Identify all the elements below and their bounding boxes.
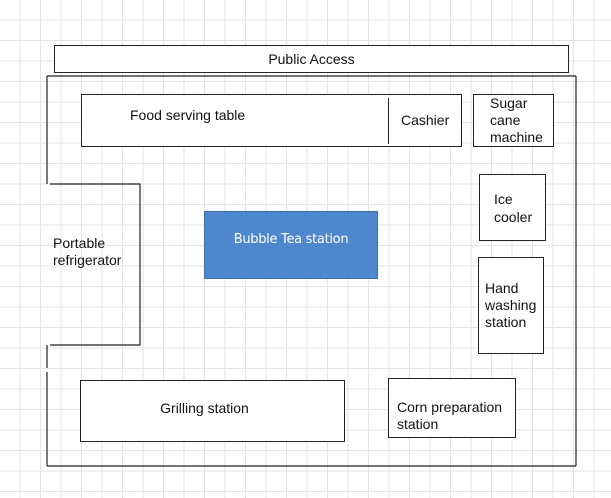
ice-cooler: Ice cooler xyxy=(479,174,546,241)
sugar-cane-machine-line-2: cane xyxy=(490,112,521,128)
hand-washing-station-line-3: station xyxy=(485,314,527,330)
cashier-label: Cashier xyxy=(401,112,450,128)
public-access-label: Public Access xyxy=(268,51,355,67)
portable-refrigerator-line-2: refrigerator xyxy=(53,252,122,268)
hand-washing-station-line-1: Hand xyxy=(485,280,519,296)
ice-cooler-line-2: cooler xyxy=(494,209,533,225)
portable-refrigerator-line-1: Portable xyxy=(53,235,106,251)
grilling-station: Grilling station xyxy=(80,380,345,442)
public-access-bar: Public Access xyxy=(54,45,569,73)
portable-refrigerator-label: Portable refrigerator xyxy=(53,235,121,269)
sugar-cane-machine-label: Sugar cane machine xyxy=(490,95,543,146)
hand-washing-station: Hand washing station xyxy=(478,257,544,354)
bubble-tea-station: Bubble Tea station xyxy=(204,211,378,279)
corn-preparation-line-1: Corn preparation xyxy=(397,399,503,415)
hand-washing-station-line-2: washing xyxy=(485,297,537,313)
ice-cooler-line-1: Ice xyxy=(494,191,513,207)
sugar-cane-machine: Sugar cane machine xyxy=(473,94,554,147)
corn-preparation-station: Corn preparation station xyxy=(388,378,516,438)
food-serving-table: Food serving table Cashier xyxy=(81,94,462,147)
hand-washing-station-label: Hand washing station xyxy=(485,280,536,331)
food-serving-table-label: Food serving table xyxy=(130,107,246,123)
cashier-divider xyxy=(388,98,389,144)
bubble-tea-station-label: Bubble Tea station xyxy=(233,232,349,247)
ice-cooler-label: Ice cooler xyxy=(494,190,532,226)
corn-preparation-line-2: station xyxy=(397,416,439,432)
sugar-cane-machine-line-1: Sugar xyxy=(490,95,528,111)
grilling-station-label: Grilling station xyxy=(160,400,249,416)
corn-preparation-station-label: Corn preparation station xyxy=(397,399,502,433)
sugar-cane-machine-line-3: machine xyxy=(490,129,543,145)
